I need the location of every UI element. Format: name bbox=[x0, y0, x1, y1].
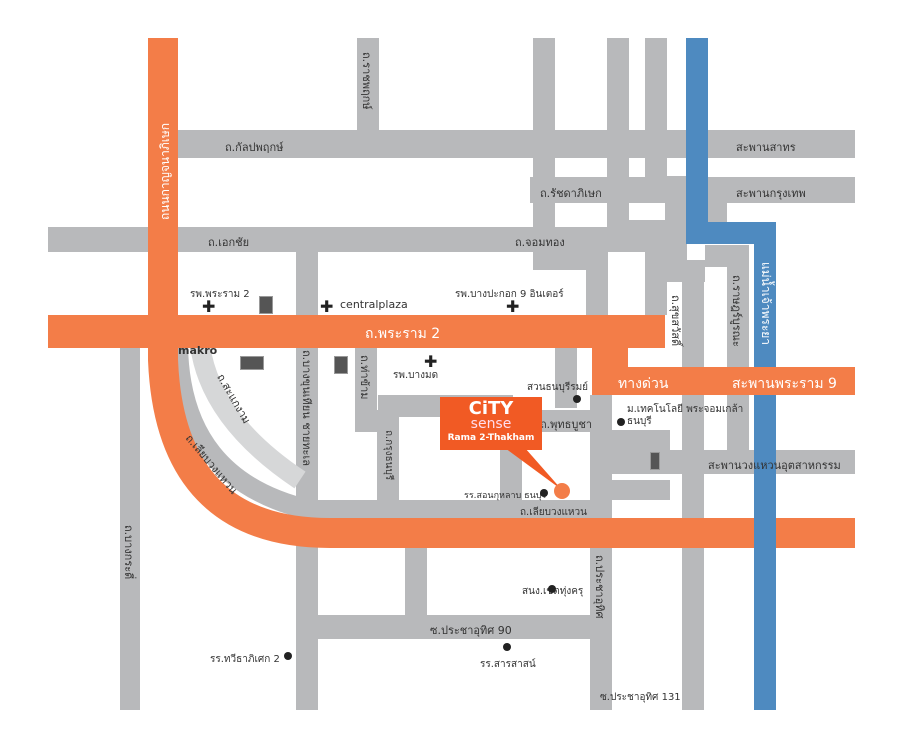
river-lower bbox=[754, 222, 776, 710]
hospital-icon: ✚ bbox=[506, 297, 520, 316]
road-thakham bbox=[355, 348, 377, 428]
road-ratchaphruek bbox=[357, 38, 379, 130]
road-connector bbox=[610, 430, 670, 450]
hospital-icon: ✚ bbox=[320, 297, 334, 316]
road-kanlapaphruek bbox=[178, 130, 855, 158]
building-icon bbox=[334, 356, 348, 374]
label-central-plaza: centralplaza bbox=[340, 298, 408, 311]
landmark-dot bbox=[503, 643, 511, 651]
road-liap-wongwaen-curve bbox=[168, 344, 313, 520]
project-callout: CiTY sense Rama 2-Thakham bbox=[440, 397, 542, 450]
road-rat-burana bbox=[727, 255, 749, 470]
label-ekkachai: ถ.เอกชัย bbox=[208, 236, 250, 249]
road-thian-talay bbox=[377, 410, 399, 510]
label-school-wichai: รร.ทวีธาภิเศก 2 bbox=[210, 654, 280, 665]
road-samae-dam-curve bbox=[190, 343, 306, 489]
hospital-icon: ✚ bbox=[202, 297, 216, 316]
road-liap-wongwaen bbox=[300, 500, 600, 520]
label-ratchadaphisek: ถ.รัชดาภิเษก bbox=[540, 187, 602, 200]
brand-city: CiTY bbox=[468, 398, 514, 419]
label-phutthabucha: ถ.พุทธบูชา bbox=[540, 418, 592, 431]
river-bend bbox=[686, 222, 776, 244]
label-makro: makro bbox=[178, 344, 218, 357]
landmark-dot bbox=[548, 585, 556, 593]
road-suksawat bbox=[665, 176, 687, 266]
landmark-dot bbox=[573, 395, 581, 403]
label-school-thonburi: รร.สอนกุหลาบ ธนบุรี bbox=[464, 491, 547, 501]
road-soi-90 bbox=[296, 615, 612, 639]
label-rama2: ถ.พระราม 2 bbox=[365, 326, 441, 342]
road-bang-kradi bbox=[120, 348, 140, 710]
label-school-saraswat: รร.สารสาสน์ bbox=[480, 659, 536, 670]
road-connector bbox=[610, 480, 670, 500]
landmark-dot bbox=[617, 418, 625, 426]
label-sathon-bridge: สะพานสาทร bbox=[736, 141, 796, 154]
label-industrial-ring-bridge: สะพานวงแหวนอุตสาหกรรม bbox=[708, 459, 841, 472]
road-vertical-b bbox=[586, 248, 608, 318]
label-expressway: ทางด่วน bbox=[618, 376, 669, 392]
building-icon bbox=[259, 296, 273, 314]
road-suan-thon bbox=[555, 348, 577, 408]
label-suan-thon: สวนธนบุรีรมย์ bbox=[527, 382, 589, 393]
road-vertical-c bbox=[607, 38, 629, 238]
label-chomthong: ถ.จอมทอง bbox=[515, 236, 565, 249]
highway-kanchanaphisek-curve bbox=[148, 300, 855, 548]
hospital-icon: ✚ bbox=[424, 352, 438, 371]
monument-icon bbox=[650, 452, 660, 470]
label-rama2-hospital: รพ.พระราม 2 bbox=[190, 289, 250, 300]
road-vertical-a bbox=[533, 38, 555, 268]
label-bangmod-hospital: รพ.บางมด bbox=[393, 370, 439, 381]
brand-sense: sense bbox=[470, 416, 512, 432]
highway-kanchanaphisek bbox=[148, 38, 178, 318]
label-krungthep-bridge: สะพานกรุงเทพ bbox=[736, 187, 806, 200]
store-icon bbox=[240, 356, 264, 370]
label-liap-wongwaen: ถ.เลียบวงแหวน bbox=[520, 507, 587, 518]
road-connector bbox=[405, 548, 427, 618]
label-soi-90: ซ.ประชาอุทิศ 90 bbox=[430, 624, 512, 637]
label-kanlapaphruek: ถ.กัลปพฤกษ์ bbox=[225, 141, 284, 154]
road-bang-khun-thian bbox=[296, 252, 318, 710]
label-rama9-bridge: สะพานพระราม 9 bbox=[732, 376, 837, 392]
landmark-dot bbox=[540, 489, 548, 497]
label-soi-131: ซ.ประชาอุทิศ 131 bbox=[600, 692, 681, 703]
project-location: Rama 2-Thakham bbox=[447, 433, 535, 443]
landmark-dot bbox=[284, 652, 292, 660]
road-vertical-e bbox=[645, 38, 667, 198]
label-bangpakok-hospital: รพ.บางปะกอก 9 อินเตอร์ bbox=[455, 289, 564, 300]
river bbox=[686, 38, 708, 243]
road-industrial-ring bbox=[590, 450, 855, 474]
expressway bbox=[592, 367, 855, 395]
highway-rama2 bbox=[48, 315, 665, 348]
road-vertical-d bbox=[645, 220, 667, 315]
label-kmutt: ม.เทคโนโลยี พระจอมเกล้า ธนบุรี bbox=[627, 404, 744, 427]
road-connector bbox=[705, 245, 749, 267]
